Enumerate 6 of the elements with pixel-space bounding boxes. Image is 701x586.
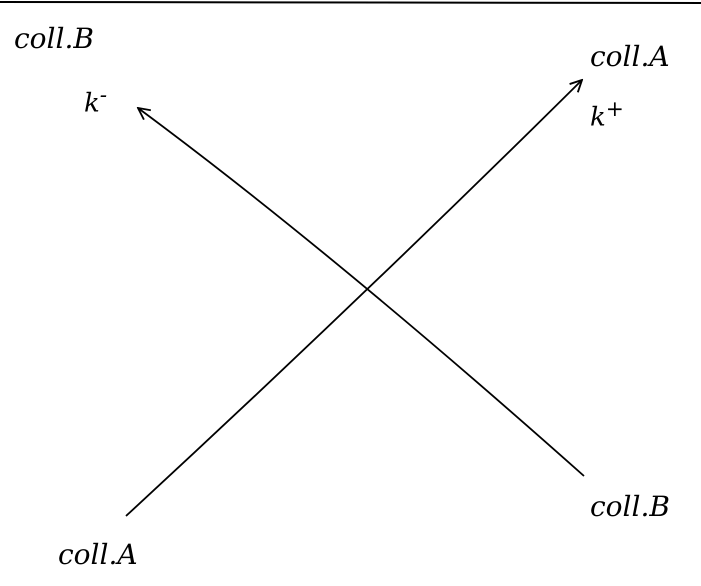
text-label: coll.B bbox=[14, 24, 94, 55]
arrow bbox=[125, 79, 583, 517]
text-label: coll.A bbox=[590, 42, 670, 73]
arrow bbox=[137, 107, 585, 477]
text-label: coll.B bbox=[590, 492, 670, 523]
text-label: coll.A bbox=[58, 540, 138, 571]
